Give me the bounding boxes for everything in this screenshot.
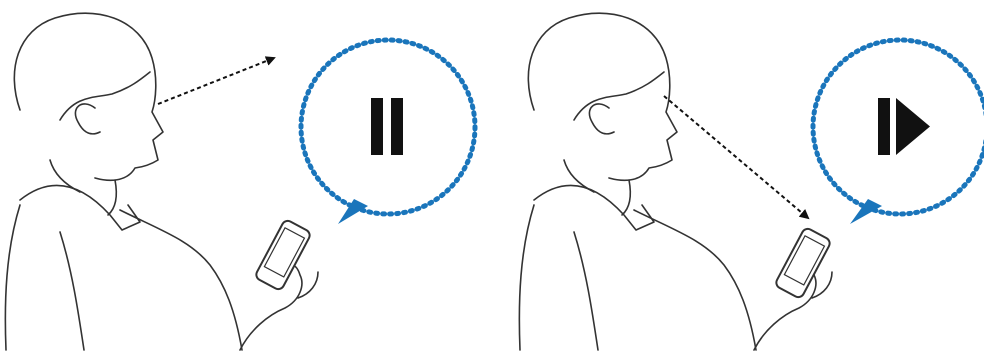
phone-right xyxy=(774,227,831,299)
person-figure-left xyxy=(5,13,318,350)
jacket-line xyxy=(120,210,242,350)
panel-looking-at-phone xyxy=(519,13,984,350)
ear xyxy=(75,104,100,134)
gaze-arrow-left xyxy=(158,58,274,104)
person-figure-right xyxy=(519,13,832,350)
panel-looking-away xyxy=(5,13,475,350)
neck xyxy=(564,160,630,215)
neck xyxy=(50,160,116,215)
shoulder-body xyxy=(519,205,598,350)
jacket-line xyxy=(634,210,756,350)
ear xyxy=(589,104,614,134)
hair-line xyxy=(574,72,664,120)
shoulder-body xyxy=(5,205,84,350)
hair-line xyxy=(60,72,150,120)
speech-bubble-left xyxy=(301,40,475,224)
gaze-arrow-right xyxy=(664,96,808,218)
phone-left xyxy=(254,219,311,291)
head-outline xyxy=(14,13,163,180)
head-outline xyxy=(528,13,677,180)
